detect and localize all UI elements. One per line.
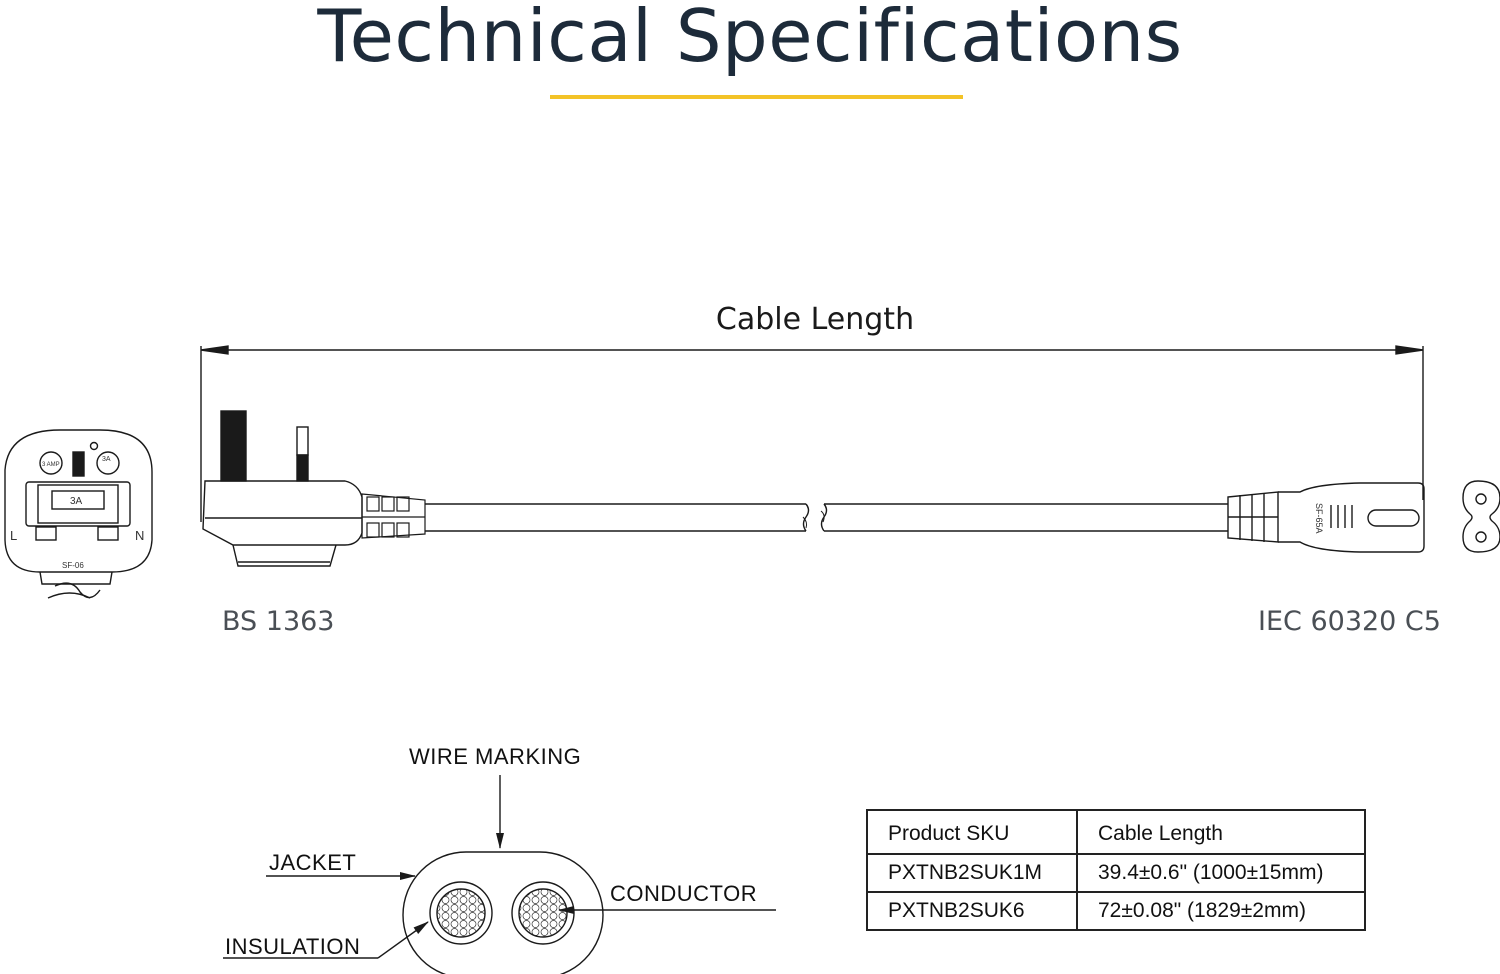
c5-connector-face xyxy=(1462,480,1500,553)
wire-marking-label: WIRE MARKING xyxy=(409,744,582,769)
bs1363-plug-face xyxy=(4,429,153,599)
bs1363-plug-side xyxy=(202,410,363,567)
left-connector-label: BS 1363 xyxy=(222,606,335,637)
table-cell-length: 39.4±0.6" (1000±15mm) xyxy=(1076,853,1366,893)
cable-cross-section xyxy=(223,775,776,974)
insulation-label: INSULATION xyxy=(225,934,361,959)
table-header-sku: Product SKU xyxy=(866,809,1078,855)
table-cell-sku: PXTNB2SUK1M xyxy=(866,853,1078,893)
table-cell-sku: PXTNB2SUK6 xyxy=(866,891,1078,931)
plug-rating-badge: 3A xyxy=(102,456,111,463)
conductor-label: CONDUCTOR xyxy=(610,881,758,906)
cable-length-label: Cable Length xyxy=(715,302,915,337)
connector-code: SF-65A xyxy=(1314,503,1324,534)
plug-pin-label-n: N xyxy=(135,528,144,543)
table-row: PXTNB2SUK6 72±0.08" (1829±2mm) xyxy=(866,891,1366,931)
plug-amp-badge: 3 AMP xyxy=(42,462,60,468)
length-dimension-line xyxy=(200,345,1424,522)
table-header-length: Cable Length xyxy=(1076,809,1366,855)
jacket-label: JACKET xyxy=(269,850,357,875)
plug-strain-relief xyxy=(361,493,426,539)
title-accent-bar xyxy=(550,95,963,99)
table-row: PXTNB2SUK1M 39.4±0.6" (1000±15mm) xyxy=(866,853,1366,893)
page-title: Technical Specifications xyxy=(317,0,1183,78)
table-header-row: Product SKU Cable Length xyxy=(866,809,1366,855)
plug-fuse-label: 3A xyxy=(70,496,83,507)
plug-pin-label-l: L xyxy=(10,528,17,543)
c5-connector-side xyxy=(1227,482,1425,553)
table-cell-length: 72±0.08" (1829±2mm) xyxy=(1076,891,1366,931)
cable-body xyxy=(425,503,1228,532)
right-connector-label: IEC 60320 C5 xyxy=(1258,606,1441,637)
plug-model-code: SF-06 xyxy=(62,561,84,570)
sku-length-table: Product SKU Cable Length PXTNB2SUK1M 39.… xyxy=(866,809,1366,931)
